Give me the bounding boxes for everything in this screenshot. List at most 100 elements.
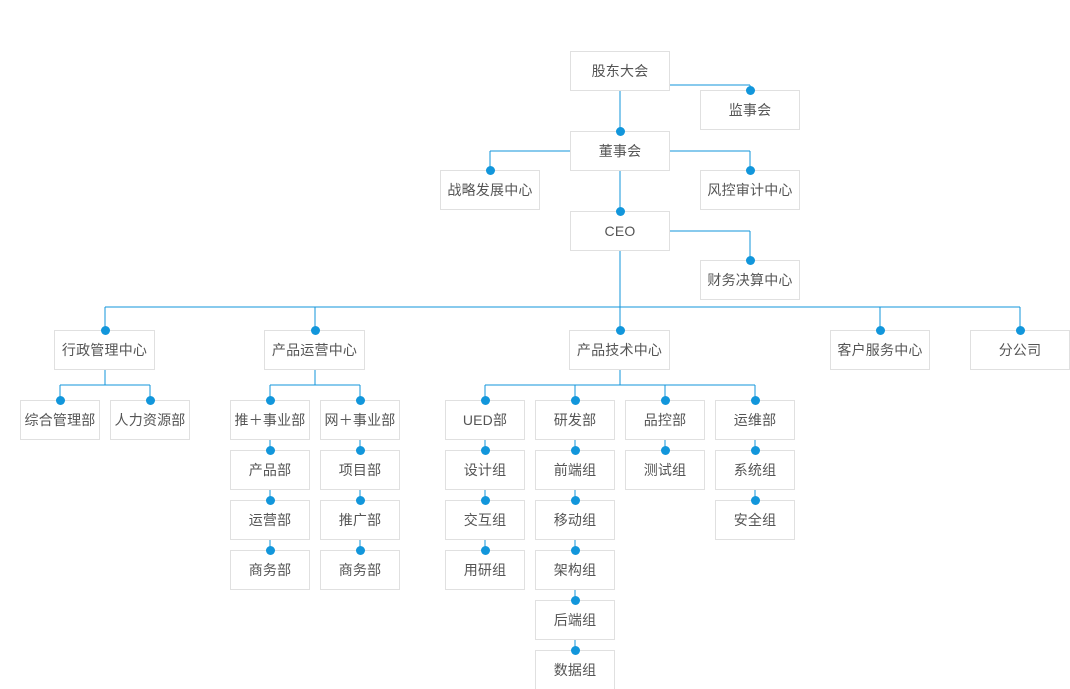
dot-ops3: [750, 495, 760, 505]
org-node-ceo[interactable]: CEO: [570, 211, 670, 251]
org-node-rd4[interactable]: 架构组: [535, 550, 615, 590]
org-node-strategy[interactable]: 战略发展中心: [440, 170, 540, 210]
org-node-rd2[interactable]: 前端组: [535, 450, 615, 490]
dot-ued3: [480, 495, 490, 505]
dot-board: [615, 126, 625, 136]
org-node-label: 财务决算中心: [707, 272, 793, 288]
org-node-label: 行政管理中心: [61, 342, 148, 358]
org-node-label: 运营部: [248, 512, 292, 528]
org-node-label: 架构组: [553, 562, 597, 578]
org-node-branch[interactable]: 分公司: [970, 330, 1070, 370]
org-node-label: 推＋事业部: [234, 412, 306, 428]
dot-ued1: [480, 395, 490, 405]
dot-rd4: [570, 545, 580, 555]
dot-ops2: [750, 445, 760, 455]
org-node-label: 客户服务中心: [837, 342, 923, 358]
org-node-supervisors[interactable]: 监事会: [700, 90, 800, 130]
org-node-rd3[interactable]: 移动组: [535, 500, 615, 540]
org-node-shareholders[interactable]: 股东大会: [570, 51, 670, 91]
dot-tui1: [265, 395, 275, 405]
org-node-ued4[interactable]: 用研组: [445, 550, 525, 590]
org-node-ops1[interactable]: 运维部: [715, 400, 795, 440]
org-node-rd6[interactable]: 数据组: [535, 650, 615, 689]
org-node-tui3[interactable]: 运营部: [230, 500, 310, 540]
dot-rd3: [570, 495, 580, 505]
org-node-admin1[interactable]: 综合管理部: [20, 400, 100, 440]
org-node-label: 产品运营中心: [271, 342, 358, 358]
org-node-prodtech[interactable]: 产品技术中心: [569, 330, 670, 370]
org-node-tui4[interactable]: 商务部: [230, 550, 310, 590]
dot-qa2: [660, 445, 670, 455]
org-node-rd5[interactable]: 后端组: [535, 600, 615, 640]
org-node-label: 董事会: [598, 143, 642, 159]
dot-ued4: [480, 545, 490, 555]
org-node-rd1[interactable]: 研发部: [535, 400, 615, 440]
dot-wang4: [355, 545, 365, 555]
org-node-ued3[interactable]: 交互组: [445, 500, 525, 540]
org-node-label: 后端组: [553, 612, 597, 628]
dot-wang3: [355, 495, 365, 505]
dot-supervisors: [745, 85, 755, 95]
org-node-finance[interactable]: 财务决算中心: [700, 260, 800, 300]
org-node-label: 研发部: [553, 412, 597, 428]
dot-strategy: [485, 165, 495, 175]
org-node-label: 监事会: [728, 102, 772, 118]
org-node-label: 系统组: [733, 462, 777, 478]
org-node-custserv[interactable]: 客户服务中心: [830, 330, 930, 370]
org-node-label: 战略发展中心: [447, 182, 533, 198]
org-node-admin[interactable]: 行政管理中心: [54, 330, 155, 370]
org-node-label: 商务部: [248, 562, 292, 578]
dot-prodtech: [615, 325, 625, 335]
dot-rd2: [570, 445, 580, 455]
org-node-board[interactable]: 董事会: [570, 131, 670, 171]
org-node-label: CEO: [604, 223, 636, 239]
org-node-label: 数据组: [553, 662, 597, 678]
dot-rd1: [570, 395, 580, 405]
dot-branch: [1015, 325, 1025, 335]
org-node-label: 人力资源部: [114, 412, 186, 428]
org-node-tui2[interactable]: 产品部: [230, 450, 310, 490]
dot-prodops: [310, 325, 320, 335]
org-node-wang3[interactable]: 推广部: [320, 500, 400, 540]
org-node-ops2[interactable]: 系统组: [715, 450, 795, 490]
dot-rd5: [570, 595, 580, 605]
org-node-label: 前端组: [553, 462, 597, 478]
org-node-label: 商务部: [338, 562, 382, 578]
org-node-prodops[interactable]: 产品运营中心: [264, 330, 365, 370]
org-node-wang2[interactable]: 项目部: [320, 450, 400, 490]
org-node-qa1[interactable]: 品控部: [625, 400, 705, 440]
org-node-wang1[interactable]: 网＋事业部: [320, 400, 400, 440]
dot-admin2: [145, 395, 155, 405]
org-node-label: UED部: [462, 412, 508, 428]
dot-ceo: [615, 206, 625, 216]
org-node-qa2[interactable]: 测试组: [625, 450, 705, 490]
org-node-label: 品控部: [643, 412, 687, 428]
dot-ued2: [480, 445, 490, 455]
dot-rd6: [570, 645, 580, 655]
org-node-ops3[interactable]: 安全组: [715, 500, 795, 540]
org-node-label: 综合管理部: [24, 412, 96, 428]
org-node-label: 项目部: [338, 462, 382, 478]
org-node-label: 产品部: [248, 462, 292, 478]
dot-custserv: [875, 325, 885, 335]
org-node-label: 交互组: [463, 512, 507, 528]
dot-qa1: [660, 395, 670, 405]
org-node-label: 设计组: [463, 462, 507, 478]
org-node-tui1[interactable]: 推＋事业部: [230, 400, 310, 440]
org-node-ued1[interactable]: UED部: [445, 400, 525, 440]
org-node-label: 分公司: [998, 342, 1042, 358]
org-node-label: 测试组: [643, 462, 687, 478]
org-node-label: 股东大会: [591, 63, 649, 79]
org-node-admin2[interactable]: 人力资源部: [110, 400, 190, 440]
dot-wang1: [355, 395, 365, 405]
org-node-label: 风控审计中心: [707, 182, 793, 198]
org-node-label: 移动组: [553, 512, 597, 528]
dot-finance: [745, 255, 755, 265]
org-node-label: 运维部: [733, 412, 777, 428]
org-node-ued2[interactable]: 设计组: [445, 450, 525, 490]
dot-admin1: [55, 395, 65, 405]
org-node-riskaudit[interactable]: 风控审计中心: [700, 170, 800, 210]
dot-ops1: [750, 395, 760, 405]
org-node-wang4[interactable]: 商务部: [320, 550, 400, 590]
